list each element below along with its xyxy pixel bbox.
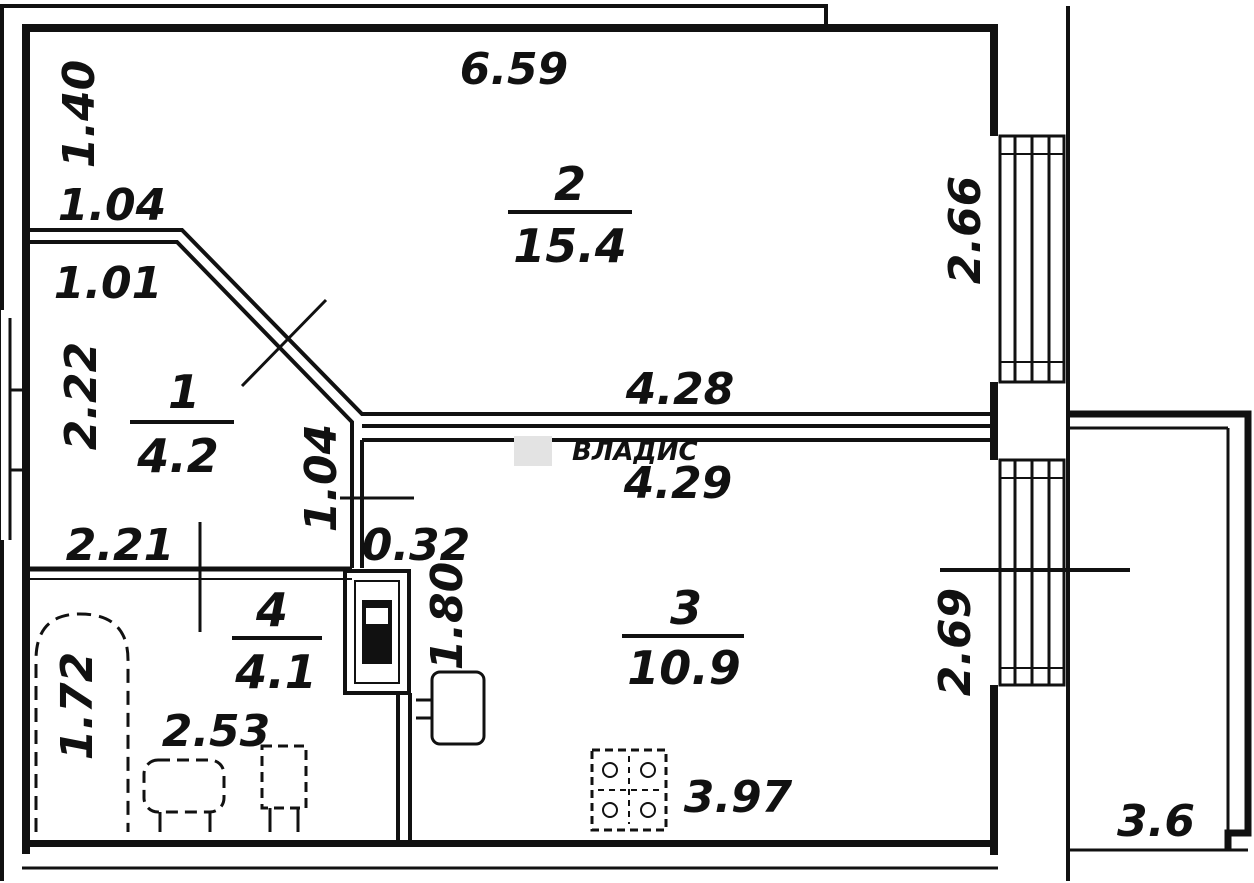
washbasin [260, 744, 308, 832]
sink [416, 670, 486, 746]
dim-hall-top: 1.04 [58, 180, 167, 231]
room-1-number: 1 [168, 365, 200, 419]
room-4-number: 4 [255, 583, 288, 637]
outer-wall-shell [0, 4, 828, 881]
left-wall [22, 24, 30, 854]
right-wall-mid [990, 382, 998, 460]
left-opening [1, 310, 28, 540]
room-2-number: 2 [554, 157, 586, 211]
room-3-area: 10.9 [627, 641, 741, 695]
dim-bath-height: 1.72 [52, 652, 103, 761]
toilet [142, 758, 226, 832]
outer-walls [0, 4, 1070, 881]
dim-hall-height: 2.22 [56, 342, 107, 451]
watermark-text: ВЛАДИС [572, 437, 698, 467]
dim-shaft: 1.80 [422, 562, 473, 671]
dim-partition: 0.32 [362, 520, 471, 571]
window-living [998, 134, 1066, 384]
right-wall-lower [990, 685, 998, 855]
dim-bedroom-height: 2.69 [930, 588, 981, 697]
room-3-number: 3 [670, 581, 702, 635]
ventilation-shaft [343, 569, 411, 695]
dim-living-height: 2.66 [940, 176, 991, 285]
dim-bedroom-bottom: 3.97 [684, 772, 793, 823]
dim-bath-inner: 2.53 [162, 706, 271, 757]
bottom-wall [22, 840, 998, 847]
right-wall-upper [990, 24, 998, 136]
room-1-area: 4.2 [136, 429, 219, 483]
balcony [940, 410, 1252, 852]
stove [590, 748, 668, 832]
window-bedroom [998, 458, 1066, 687]
interior-walls [30, 228, 990, 842]
balcony-outline [1068, 410, 1252, 850]
bathtub [34, 612, 130, 832]
door-mark-hall [240, 298, 328, 388]
top-wall [22, 24, 998, 32]
hall-living-wall-a [30, 228, 990, 416]
hall-living-wall-b [30, 240, 354, 568]
dim-hall-door: 1.04 [296, 424, 347, 533]
dim-top-width: 6.59 [460, 44, 569, 95]
dim-bath-width: 2.21 [66, 520, 175, 571]
dim-bedroom-top: 4.29 [623, 458, 733, 509]
watermark-logo: ВЛАДИС [514, 436, 698, 467]
room-2-area: 15.4 [513, 219, 627, 273]
dim-living-bottom: 4.28 [625, 364, 735, 415]
room-fraction-bars [130, 210, 744, 640]
room-4-area: 4.1 [234, 645, 317, 699]
dim-hall-inner: 1.01 [54, 258, 163, 309]
dim-balcony: 3.6 [1117, 796, 1195, 847]
dim-left-top: 1.40 [54, 60, 105, 169]
